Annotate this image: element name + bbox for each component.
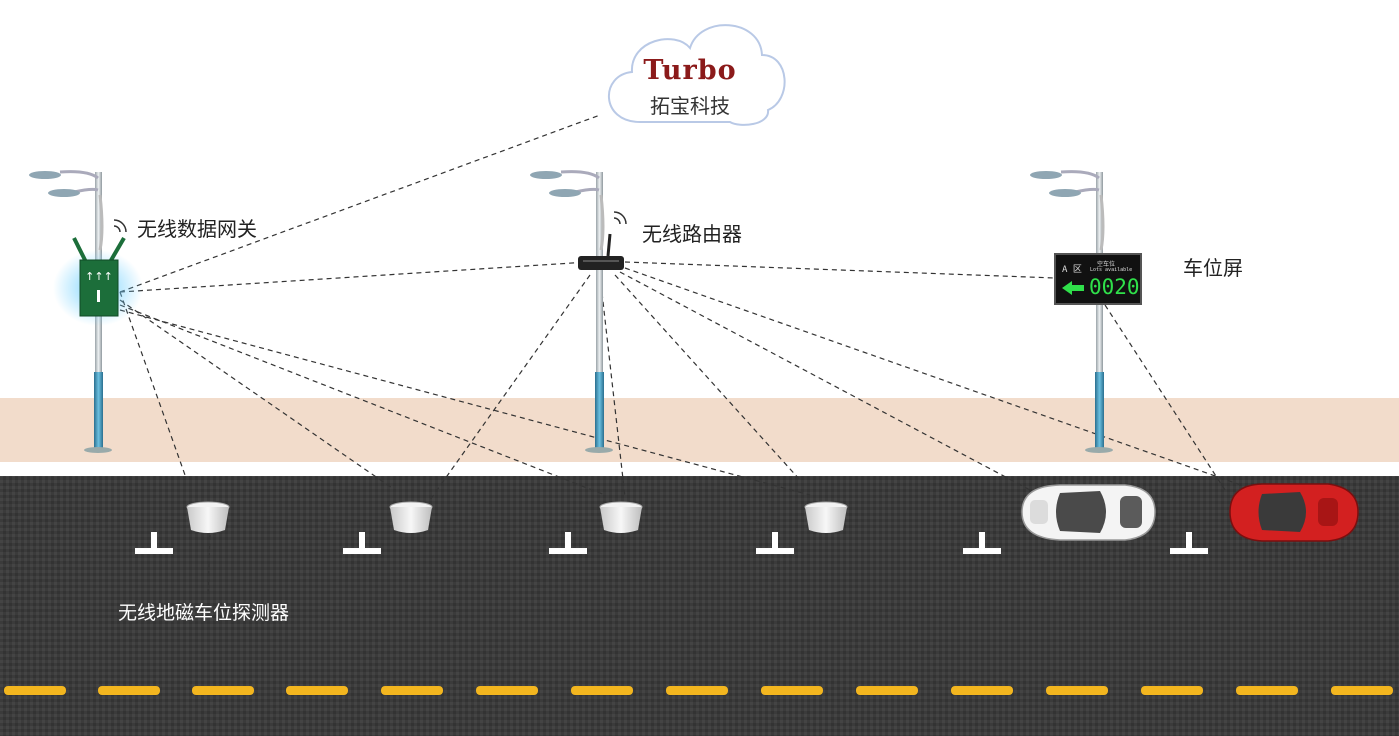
sign-title: 空车位: [1097, 261, 1116, 268]
curb: [0, 462, 1399, 476]
gateway-device-icon: ↑↑↑: [53, 219, 143, 326]
brand-subtitle: 拓宝科技: [650, 94, 730, 118]
parking-space-markers: [135, 532, 1208, 554]
sign-zone: A 区: [1062, 265, 1082, 275]
magnetic-sensor-icon: [599, 501, 643, 533]
lane-line: [4, 686, 1393, 695]
parking-marker: [343, 532, 381, 554]
sensor-label: 无线地磁车位探测器: [118, 602, 290, 624]
parking-marker: [549, 532, 587, 554]
signal-links: [119, 114, 1256, 596]
white-car-icon: [1021, 484, 1156, 541]
parking-marker: [1170, 532, 1208, 554]
sign-count: 0020: [1089, 275, 1140, 299]
svg-text:↑↑↑: ↑↑↑: [85, 270, 113, 283]
red-car-icon: [1229, 483, 1359, 542]
parking-marker: [963, 532, 1001, 554]
magnetic-sensor-icon: [186, 501, 230, 533]
gateway-label: 无线数据网关: [137, 217, 257, 241]
magnetic-sensor-icon: [389, 501, 433, 533]
display-label: 车位屏: [1183, 256, 1243, 280]
router-device-icon: [578, 211, 627, 270]
brand-logo-text: Turbo: [643, 55, 737, 86]
sensors: [186, 501, 848, 533]
router-label: 无线路由器: [642, 222, 742, 246]
parking-marker: [135, 532, 173, 554]
sidewalk: [0, 398, 1399, 462]
street-light-pole-middle: [530, 170, 613, 453]
magnetic-sensor-icon: [804, 501, 848, 533]
parking-marker: [756, 532, 794, 554]
cloud-icon: [607, 24, 786, 126]
parking-display-sign: [1054, 253, 1142, 305]
sign-subtitle: Lots available: [1090, 267, 1133, 273]
